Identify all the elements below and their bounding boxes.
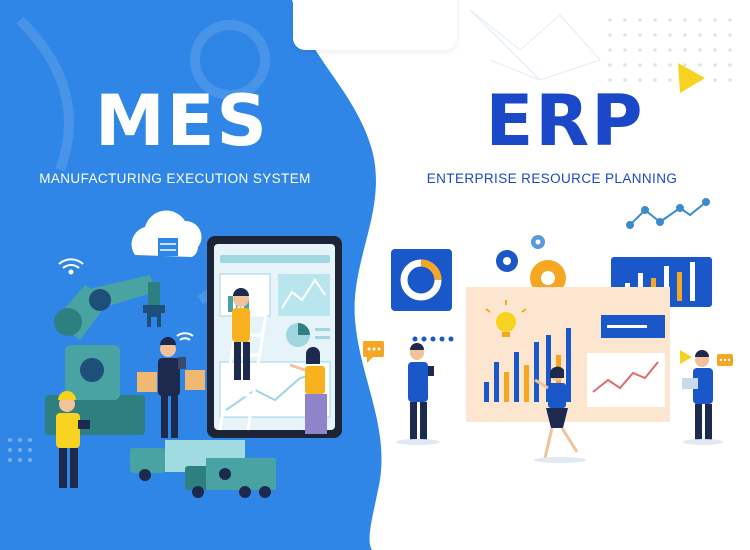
woman-presenter bbox=[534, 366, 579, 459]
rating-stars-icon bbox=[412, 336, 454, 342]
trend-line-icon bbox=[626, 198, 710, 229]
woman-pointing bbox=[289, 347, 327, 434]
erp-title: ERP bbox=[485, 80, 645, 162]
worker-tablet bbox=[158, 337, 186, 438]
man-with-phone bbox=[408, 343, 434, 440]
wifi-icon bbox=[58, 258, 84, 275]
mes-dots bbox=[8, 438, 32, 462]
top-tab bbox=[293, 0, 457, 50]
mes-subtitle: MANUFACTURING EXECUTION SYSTEM bbox=[39, 171, 311, 186]
erp-network-lines bbox=[469, 9, 601, 81]
person-on-ladder bbox=[232, 288, 250, 380]
yellow-triangle-icon bbox=[678, 63, 705, 93]
erp-subtitle: ENTERPRISE RESOURCE PLANNING bbox=[426, 171, 678, 186]
cloud-server-icon bbox=[131, 210, 202, 257]
cardboard-boxes bbox=[137, 370, 205, 392]
analytics-board bbox=[466, 287, 670, 422]
mes-title: MES bbox=[95, 80, 269, 162]
erp-dots bbox=[608, 18, 732, 82]
small-triangle-icon bbox=[680, 350, 692, 364]
ground-shadows bbox=[396, 439, 723, 463]
donut-chart-card bbox=[391, 249, 452, 311]
trucks bbox=[130, 440, 276, 498]
gear-icons bbox=[496, 235, 566, 296]
wifi-icon-2 bbox=[176, 332, 194, 341]
man-with-laptop bbox=[682, 350, 713, 440]
chat-bubble-icon-2 bbox=[717, 354, 733, 366]
worker-hardhat bbox=[56, 391, 90, 488]
chat-bubble-icon bbox=[363, 341, 384, 363]
